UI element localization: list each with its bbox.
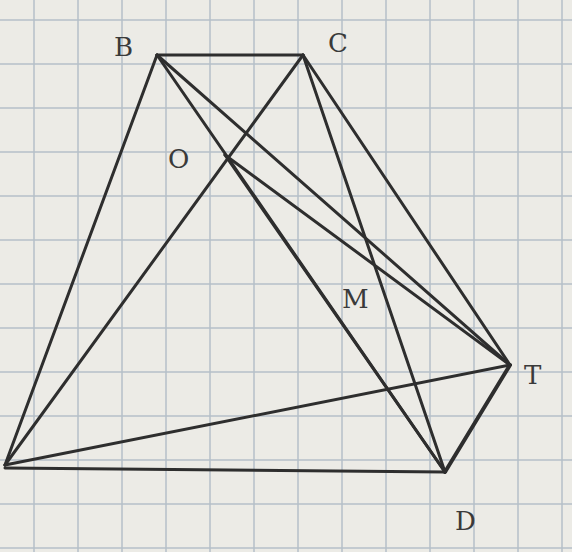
point-label: D (455, 508, 476, 534)
point-label: T (524, 362, 541, 388)
point-label: M (342, 286, 369, 312)
point-label: B (114, 34, 133, 60)
figure-segments (5, 55, 510, 472)
point-label: O (168, 146, 189, 172)
point-label: C (328, 30, 348, 56)
